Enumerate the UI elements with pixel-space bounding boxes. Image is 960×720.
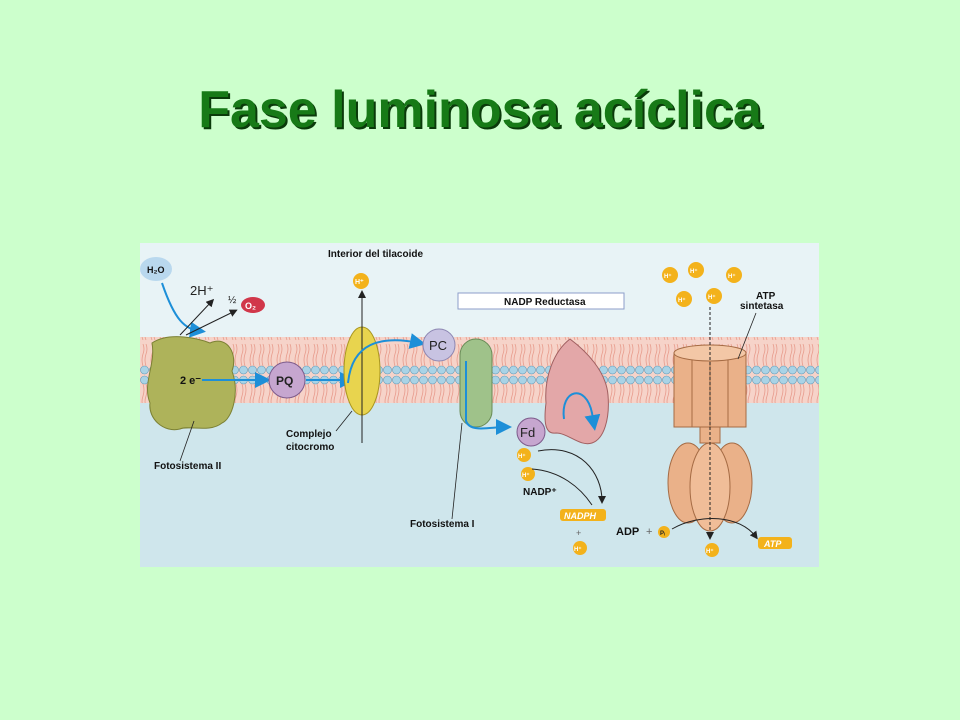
plastocyanin: PC — [422, 328, 456, 362]
svg-text:PC: PC — [429, 338, 447, 353]
svg-text:H⁺: H⁺ — [678, 297, 686, 304]
svg-text:H⁺: H⁺ — [664, 273, 672, 280]
proton-stroma-3: H⁺ — [573, 541, 587, 555]
atp-synthase-label-1: ATP — [756, 291, 776, 302]
proton-lumen-3: H⁺ — [726, 267, 742, 283]
proton-lumen-1: H⁺ — [662, 267, 678, 283]
nadph-plus-sign: + — [576, 528, 581, 538]
svg-text:ATP: ATP — [763, 539, 782, 549]
o2-molecule: O₂ — [241, 297, 265, 313]
photosystem-i — [459, 338, 493, 428]
nadp-reductase-label: NADP Reductasa — [504, 297, 586, 308]
interior-label: Interior del tilacoide — [328, 249, 423, 260]
two-electron-label: 2 e⁻ — [180, 375, 201, 387]
electron-to-fd-arrow — [465, 361, 512, 436]
svg-text:H₂O: H₂O — [147, 265, 165, 275]
cytochrome-label-1: Complejo — [286, 429, 332, 440]
svg-text:H⁺: H⁺ — [690, 268, 698, 275]
proton-lumen-5: H⁺ — [706, 288, 722, 304]
nadp-reductase-label-box — [457, 292, 625, 310]
photosynthesis-figure: Interior del tilacoide H₂O 2H⁺ ½ O₂ 2 e⁻… — [140, 243, 819, 567]
svg-text:Pᵢ: Pᵢ — [660, 531, 665, 537]
svg-text:H⁺: H⁺ — [728, 273, 736, 280]
proton-stroma-1: H⁺ — [517, 448, 531, 462]
photosystem-i-label: Fotosistema I — [410, 519, 475, 530]
ferredoxin: Fd — [516, 417, 546, 447]
proton-stroma-2: H⁺ — [521, 467, 535, 481]
svg-text:H⁺: H⁺ — [574, 546, 582, 553]
thylakoid-diagram: Interior del tilacoide H₂O 2H⁺ ½ O₂ 2 e⁻… — [140, 243, 819, 567]
svg-text:O₂: O₂ — [245, 301, 256, 311]
svg-text:H⁺: H⁺ — [706, 548, 714, 555]
atp-product: ATP — [758, 537, 792, 549]
svg-text:PQ: PQ — [276, 374, 293, 388]
adp-label: ADP — [616, 526, 639, 538]
svg-text:H⁺: H⁺ — [522, 472, 530, 479]
nadph-product: NADPH — [560, 509, 606, 521]
adp-plus-sign: + — [646, 526, 652, 538]
svg-text:Fd: Fd — [520, 425, 535, 440]
two-proton-label: 2H⁺ — [190, 283, 213, 298]
proton-stroma-4: H⁺ — [705, 543, 719, 557]
proton-lumen-2: H⁺ — [688, 262, 704, 278]
svg-text:H⁺: H⁺ — [518, 453, 526, 460]
electron-to-pc-arrow — [347, 333, 426, 384]
svg-text:H⁺: H⁺ — [708, 294, 716, 301]
photosystem-ii-label: Fotosistema II — [154, 461, 221, 472]
nadp-plus-label: NADP⁺ — [523, 487, 557, 498]
svg-text:NADPH: NADPH — [564, 511, 597, 521]
half-label: ½ — [228, 295, 237, 306]
cytochrome-label-2: citocromo — [286, 442, 334, 453]
proton-cytochrome: H⁺ — [353, 273, 369, 289]
photosystem-ii — [146, 336, 236, 431]
plastoquinone: PQ — [268, 361, 306, 399]
slide-title: Fase luminosa acíclica — [198, 81, 762, 139]
h2o-molecule: H₂O — [140, 257, 172, 281]
svg-text:H⁺: H⁺ — [355, 279, 364, 286]
proton-lumen-4: H⁺ — [676, 291, 692, 307]
phosphate: Pᵢ — [658, 526, 670, 538]
atp-synthase-label-2: sintetasa — [740, 301, 784, 312]
